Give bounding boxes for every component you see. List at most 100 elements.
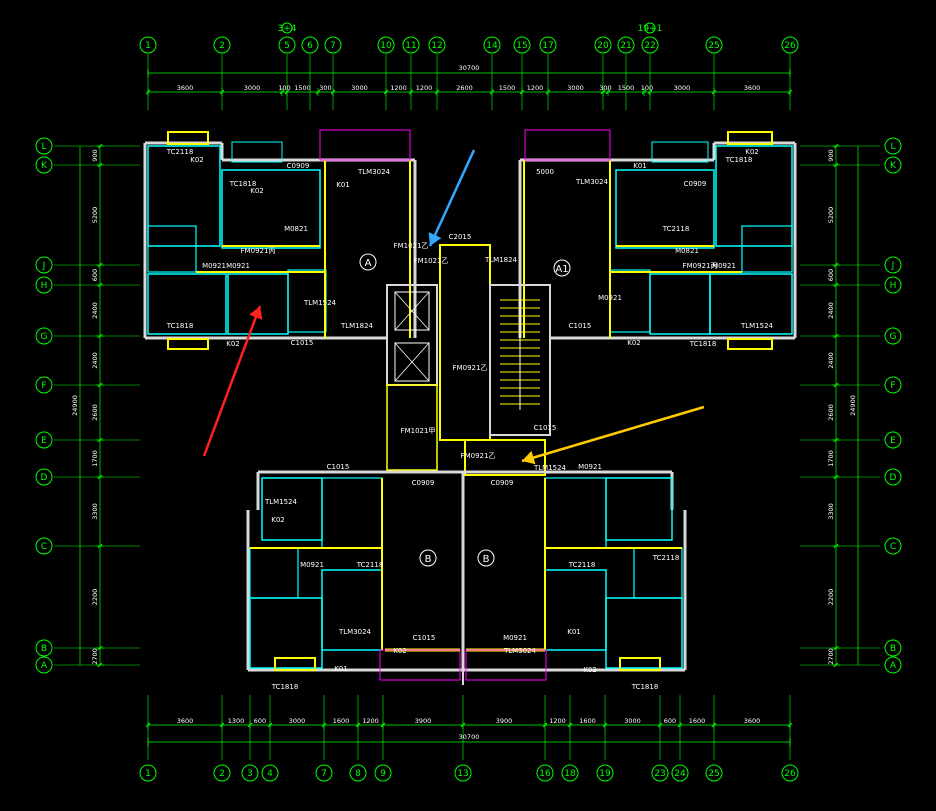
axis-bubble-bottom [213, 764, 231, 782]
axis-bubble-top [377, 36, 395, 54]
axis-bubble-bottom [596, 764, 614, 782]
dim-top-label: 3000 [351, 84, 368, 92]
dim-left-slash [97, 282, 103, 288]
elevator-shaft [394, 342, 430, 382]
door-window-label: K01 [567, 628, 581, 636]
dim-right-label: 3300 [827, 503, 835, 520]
axis-bubble-top-small-label: 19+1 [638, 24, 663, 34]
dim-bottom-slash [567, 722, 573, 728]
door-window-label: FM0921丙 [241, 247, 276, 255]
dim-right-slash [833, 162, 839, 168]
axis-bubble-bottom [454, 764, 472, 782]
door-window-label: K02 [226, 340, 240, 348]
dim-left-label: 1700 [91, 450, 99, 467]
axis-bubble-top-label: 7 [330, 41, 336, 51]
axis-bubble-right [884, 431, 902, 449]
dim-top-slash [330, 89, 336, 95]
axis-bubble-top-label: 5 [284, 41, 290, 51]
axis-bubble-right-label: E [890, 436, 896, 446]
dim-right-label: 5200 [827, 207, 835, 224]
axis-bubble-left [35, 656, 53, 674]
dim-top-label: 2600 [456, 84, 473, 92]
axis-bubble-bottom [781, 764, 799, 782]
dim-top-slash [279, 89, 285, 95]
room-bedroom [147, 273, 227, 335]
axis-bubble-top-small [281, 22, 293, 34]
axis-bubble-right-label: C [890, 542, 896, 552]
door-window-label: TC2118 [166, 148, 194, 156]
door-window-label: TC1818 [631, 683, 659, 691]
dim-top-slash [408, 89, 414, 95]
axis-bubble-top-label: 12 [431, 41, 442, 51]
dim-bottom-label: 3600 [177, 717, 194, 725]
axis-bubble-bottom [261, 764, 279, 782]
axis-bubble-bottom-label: 19 [599, 769, 611, 779]
dim-top-slash [600, 89, 606, 95]
door-window-label: FM0921乙 [453, 364, 488, 372]
door-window-label: C1015 [327, 463, 350, 471]
axis-bubble-top [539, 36, 557, 54]
dim-right-label: 2400 [827, 352, 835, 369]
axis-bubble-bottom-label: 24 [674, 769, 686, 779]
door-window-label: M0821 [675, 247, 699, 255]
dim-bottom-slash [460, 722, 466, 728]
axis-bubble-top [594, 36, 612, 54]
axis-bubble-left-label: L [41, 142, 46, 152]
window-bay [167, 338, 209, 350]
dim-left-label: 2200 [91, 589, 99, 606]
dim-bottom-slash [602, 722, 608, 728]
dim-right-label: 2700 [827, 648, 835, 665]
axis-bubble-left [35, 431, 53, 449]
axis-bubble-bottom [671, 764, 689, 782]
dim-bottom-label: 3600 [744, 717, 761, 725]
balcony [524, 129, 611, 161]
axis-bubble-top [513, 36, 531, 54]
dim-left-slash [97, 474, 103, 480]
axis-bubble-left-label: K [41, 161, 48, 171]
window-bay [167, 131, 209, 145]
axis-bubble-right [884, 468, 902, 486]
dim-bottom-slash [542, 722, 548, 728]
door-window-label: FM1021乙 [394, 242, 429, 250]
axis-bubble-left-label: F [41, 381, 46, 391]
dim-right-slash [833, 382, 839, 388]
dim-right-label: 1700 [827, 450, 835, 467]
axis-bubble-bottom-label: 9 [380, 769, 386, 779]
axis-bubble-left [35, 376, 53, 394]
dim-bottom-slash [677, 722, 683, 728]
unit-label-b-right-text: B [483, 554, 490, 565]
axis-bubble-right-label: D [890, 473, 897, 483]
door-window-label: TC1818 [271, 683, 299, 691]
dim-left-slash [97, 543, 103, 549]
door-window-label: C1015 [291, 339, 314, 347]
axis-bubble-bottom-label: 8 [355, 769, 361, 779]
dim-bottom-label: 1600 [333, 717, 350, 725]
door-window-label: C2015 [449, 233, 472, 241]
balcony [465, 649, 547, 681]
axis-bubble-top [402, 36, 420, 54]
axis-bubble-bottom [705, 764, 723, 782]
dim-right-label: 2200 [827, 589, 835, 606]
dim-left-slash [97, 437, 103, 443]
dim-bottom-label: 3900 [415, 717, 432, 725]
axis-bubble-left [35, 256, 53, 274]
door-window-label: C1015 [569, 322, 592, 330]
dim-bottom-label: 1600 [689, 717, 706, 725]
building-plan [143, 129, 797, 685]
dim-left-label: 5200 [91, 207, 99, 224]
dim-bottom-label: 1300 [228, 717, 245, 725]
door-window-label: TC1818 [725, 156, 753, 164]
dim-bottom-slash [321, 722, 327, 728]
axis-bubble-right-label: H [890, 281, 897, 291]
door-window-label: M0921 [712, 262, 736, 270]
axis-bubble-right [884, 376, 902, 394]
door-window-label: TC2118 [568, 561, 596, 569]
dim-top-slash [219, 89, 225, 95]
door-window-label: TLM1524 [264, 498, 298, 506]
dim-bottom-label: 3000 [289, 717, 306, 725]
axis-bubble-left [35, 276, 53, 294]
axis-bubble-bottom-label: 13 [457, 769, 468, 779]
door-window-label: C0909 [684, 180, 707, 188]
dim-left-slash [97, 143, 103, 149]
